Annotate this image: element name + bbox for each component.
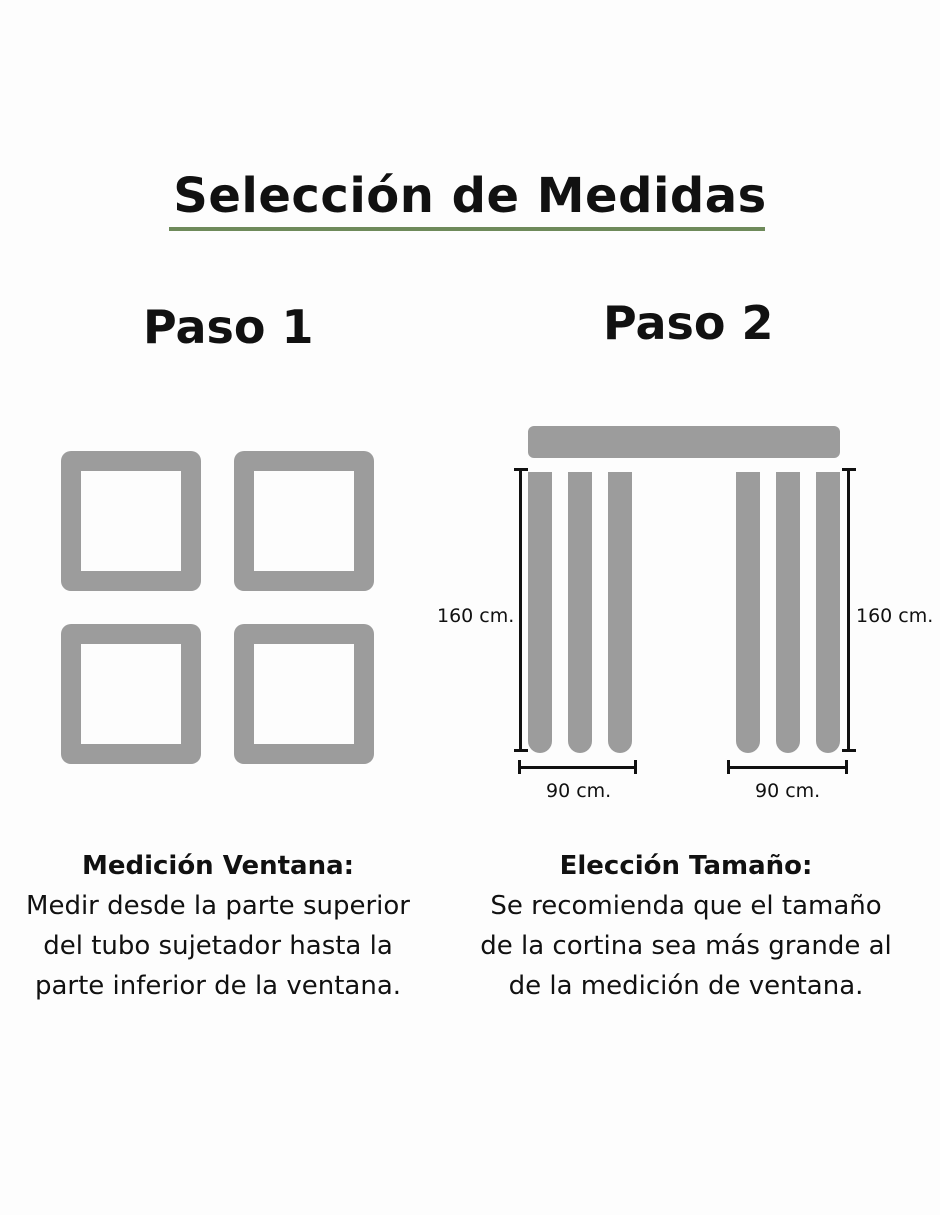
- curtain-pleat: [528, 472, 552, 753]
- step2-description: Elección Tamaño: Se recomienda que el ta…: [476, 846, 896, 1006]
- curtain-rod: [528, 426, 840, 458]
- left-height-cap-top: [514, 468, 528, 471]
- curtain-pleat: [816, 472, 840, 753]
- right-width-line: [728, 766, 848, 769]
- left-height-line: [519, 469, 522, 752]
- right-width-cap-right: [845, 760, 848, 774]
- right-width-label: 90 cm.: [755, 780, 821, 802]
- curtain-pleat: [736, 472, 760, 753]
- left-width-cap-right: [634, 760, 637, 774]
- step1-title: Paso 1: [143, 300, 314, 354]
- step2-body: Se recomienda que el tamaño de la cortin…: [480, 891, 892, 1001]
- step1-body: Medir desde la parte superior del tubo s…: [26, 891, 410, 1001]
- page-title: Selección de Medidas: [173, 168, 767, 224]
- curtain-pleat: [568, 472, 592, 753]
- step2-title: Paso 2: [603, 296, 774, 350]
- right-height-cap-top: [842, 468, 856, 471]
- curtain-pleat: [608, 472, 632, 753]
- right-height-label: 160 cm.: [856, 605, 934, 627]
- window-pane-top-right: [234, 451, 374, 591]
- window-pane-bottom-left: [61, 624, 201, 764]
- window-pane-top-left: [61, 451, 201, 591]
- right-width-cap-left: [727, 760, 730, 774]
- left-width-line: [519, 766, 637, 769]
- left-width-cap-left: [518, 760, 521, 774]
- left-height-label: 160 cm.: [437, 605, 515, 627]
- right-height-cap-bottom: [842, 749, 856, 752]
- title-underline: [169, 227, 765, 231]
- step1-heading: Medición Ventana:: [81, 851, 355, 881]
- step2-heading: Elección Tamaño:: [559, 851, 813, 881]
- curtain-pleat: [776, 472, 800, 753]
- step1-description: Medición Ventana: Medir desde la parte s…: [8, 846, 428, 1006]
- left-height-cap-bottom: [514, 749, 528, 752]
- window-pane-bottom-right: [234, 624, 374, 764]
- right-height-line: [847, 469, 850, 752]
- left-width-label: 90 cm.: [546, 780, 612, 802]
